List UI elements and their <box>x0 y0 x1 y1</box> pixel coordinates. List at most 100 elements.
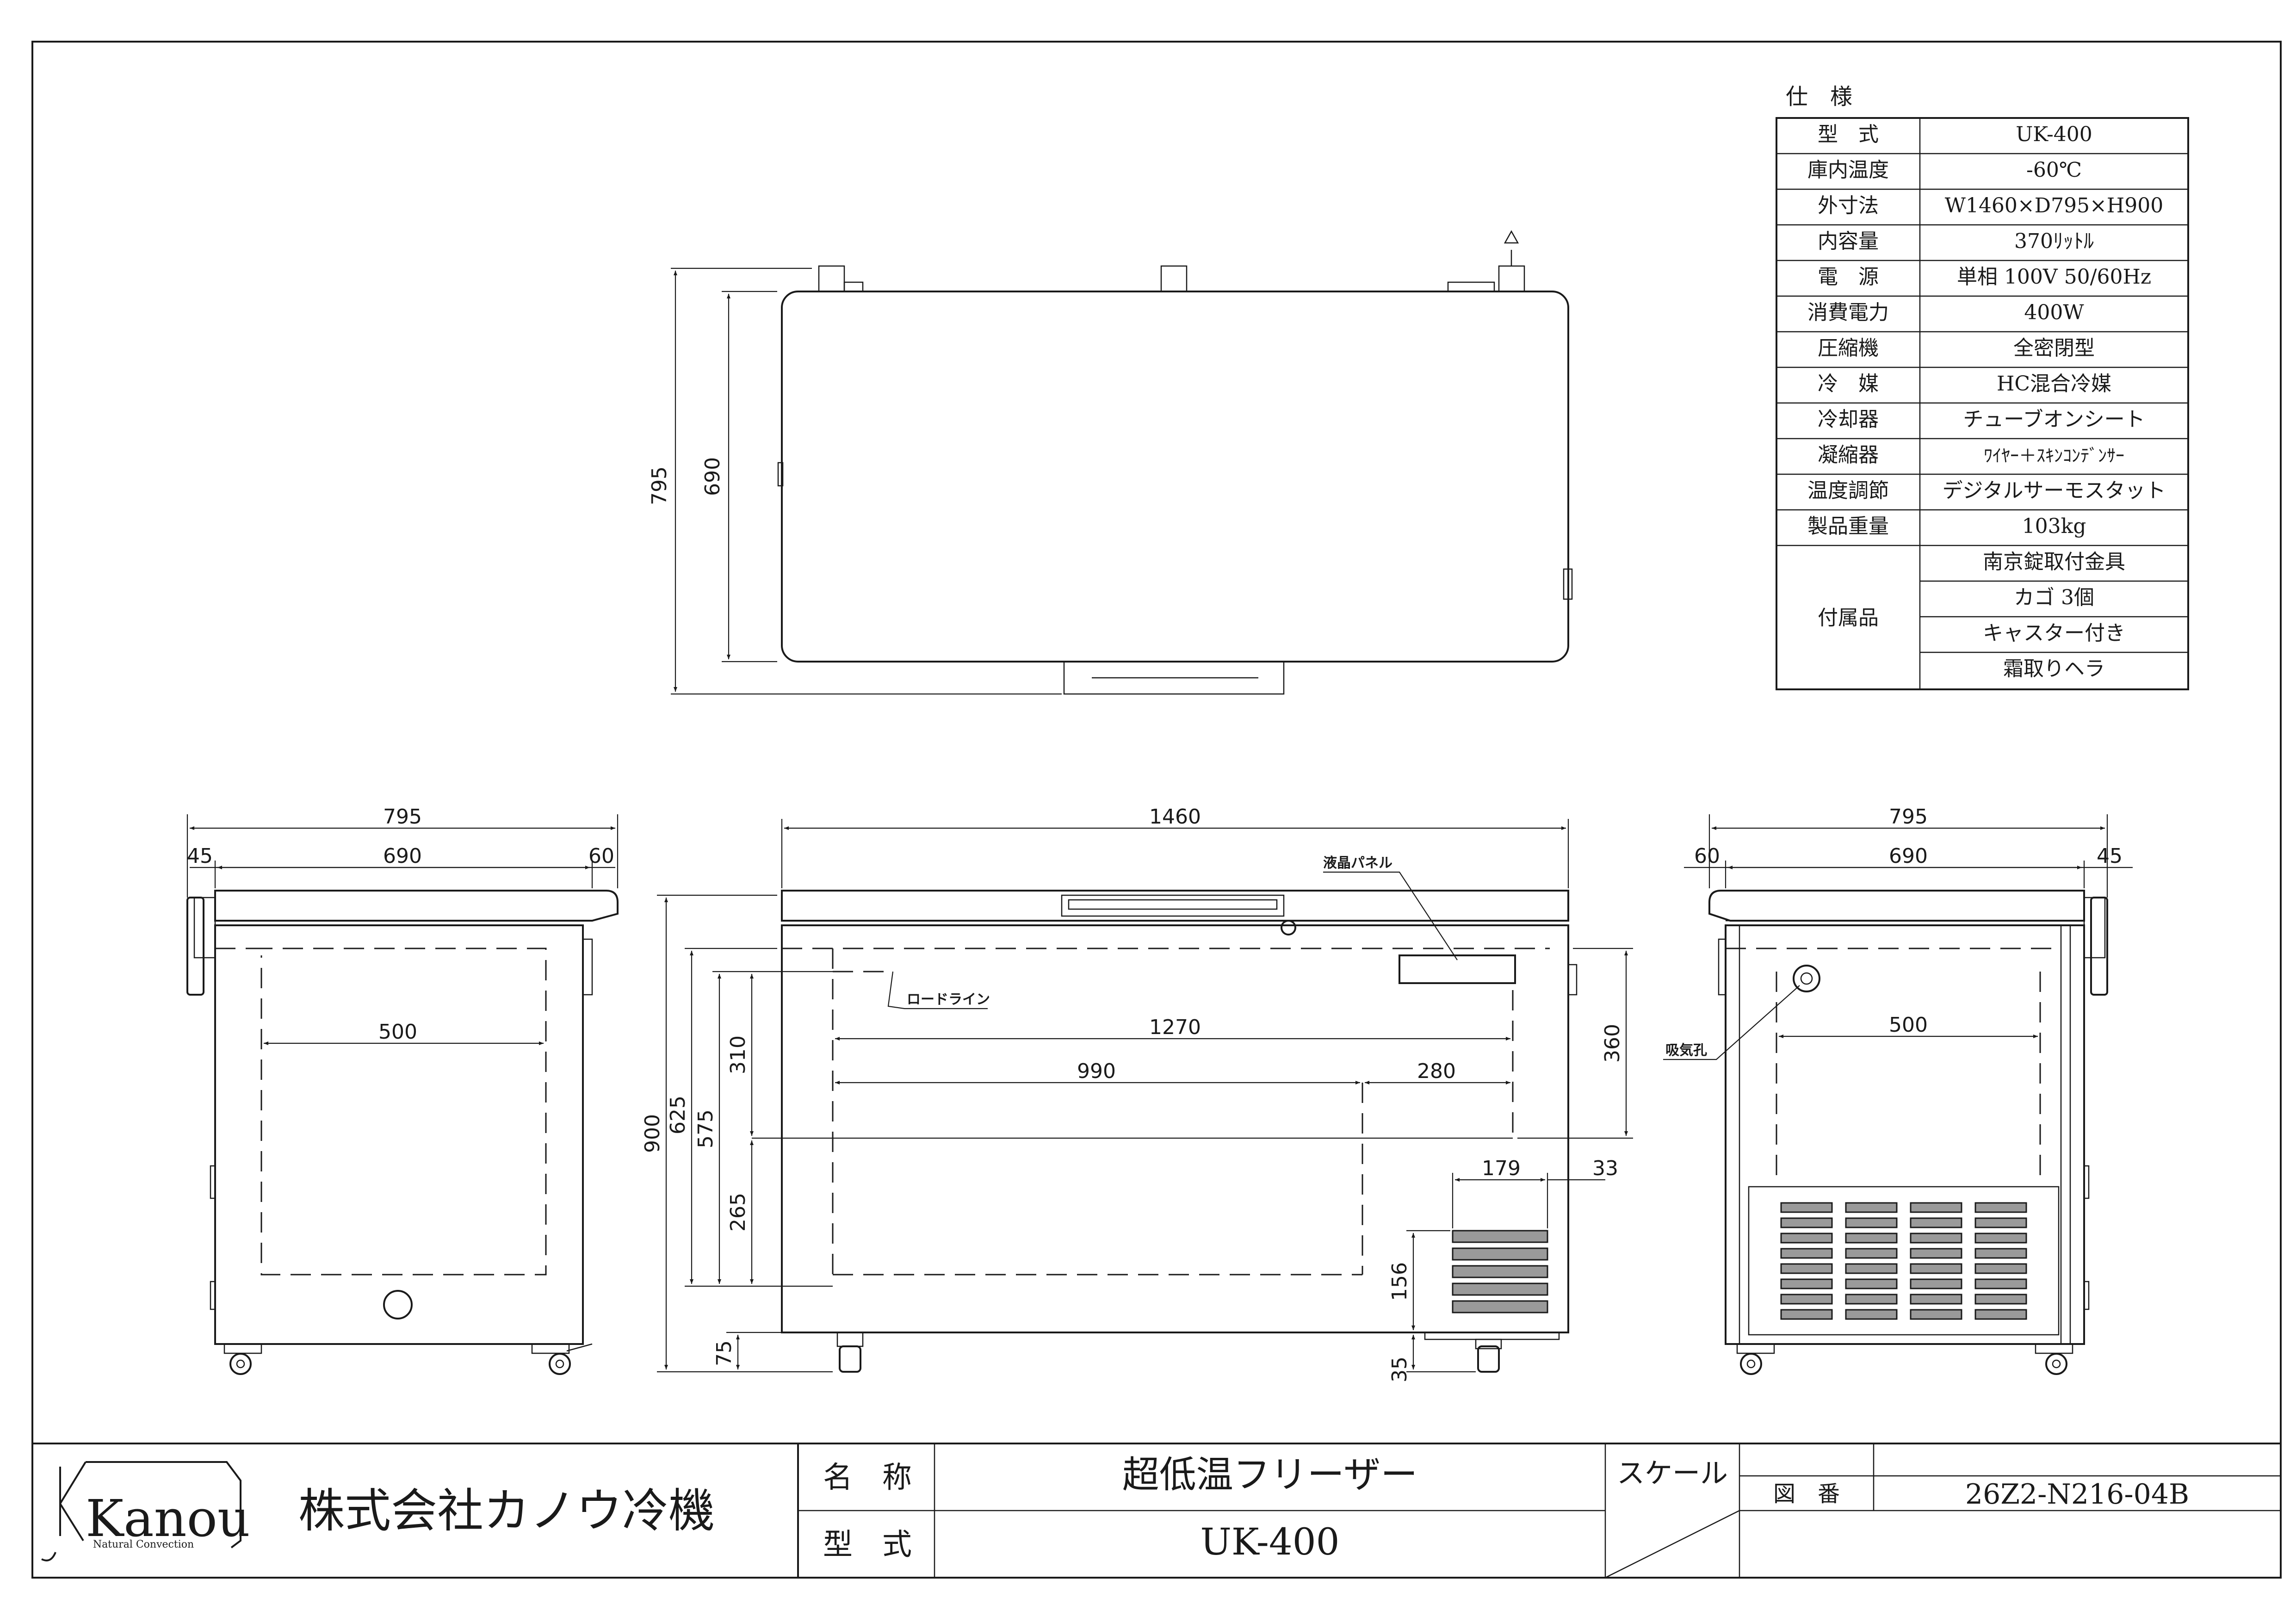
spec-title: 仕 様 <box>1786 84 1852 110</box>
grille-slot <box>1780 1217 1833 1228</box>
name-value: 超低温フリーザー <box>1122 1453 1417 1496</box>
spec-label-temp: 庫内温度 <box>1807 158 1889 182</box>
grille-slot <box>1974 1248 2027 1259</box>
grille-slot <box>1845 1248 1898 1259</box>
left-view-body <box>214 924 584 1345</box>
right-side-view: 795 60 690 45 500 吸気孔 <box>1663 805 2133 1375</box>
front-dim-156: 156 <box>1388 1262 1411 1301</box>
logo-subtitle: Natural Convection <box>93 1539 194 1550</box>
right-dim-45: 45 <box>2097 844 2123 868</box>
front-dim-625: 625 <box>666 1096 690 1134</box>
grille-slot <box>1780 1309 1833 1320</box>
spec-label-cooler: 冷却器 <box>1818 408 1879 431</box>
grille-slot <box>1780 1202 1833 1213</box>
top-view-lid <box>781 291 1569 663</box>
accessory-item: カゴ 3個 <box>2014 586 2094 609</box>
top-view: 795 690 <box>648 230 1573 695</box>
grille-slot <box>1910 1294 1962 1305</box>
spec-label-model: 型 式 <box>1818 123 1879 146</box>
spec-value-consumption: 400W <box>2024 301 2084 324</box>
top-dim-795: 795 <box>648 466 671 505</box>
grille-slot <box>1845 1263 1898 1274</box>
accessory-item: 霜取りヘラ <box>2003 657 2105 681</box>
spec-value-compressor: 全密閉型 <box>2013 336 2095 360</box>
spec-table: 仕 様 型 式 UK-400 庫内温度 -60℃ 外寸法 W1460×D795×… <box>1776 84 2189 690</box>
lcd-panel-label: 液晶パネル <box>1323 855 1392 871</box>
logo-text: Kanou <box>86 1489 250 1548</box>
front-dim-35: 35 <box>1388 1357 1411 1382</box>
front-dim-179: 179 <box>1482 1157 1521 1180</box>
top-dim-690: 690 <box>701 457 724 496</box>
spec-value-cooler: チューブオンシート <box>1963 408 2145 431</box>
grille-slot <box>1974 1233 2027 1244</box>
drawing-border <box>31 41 2282 1579</box>
spec-label-capacity: 内容量 <box>1818 229 1879 253</box>
grille-slot <box>1974 1309 2027 1320</box>
lcd-panel <box>1399 954 1516 984</box>
left-side-view: 795 45 690 60 500 <box>186 805 619 1375</box>
grille-slot <box>1974 1217 2027 1228</box>
front-dim-900: 900 <box>641 1114 664 1153</box>
front-dim-75: 75 <box>712 1340 736 1366</box>
spec-value-refrigerant: HC混合冷媒 <box>1997 372 2111 396</box>
spec-value-capacity: 370ﾘｯﾄﾙ <box>2014 229 2094 253</box>
left-dim-45: 45 <box>187 844 213 868</box>
grille-slot <box>1845 1309 1898 1320</box>
front-dim-265: 265 <box>726 1193 750 1232</box>
grille-slot <box>1974 1278 2027 1289</box>
grille-slot <box>1974 1202 2027 1213</box>
spec-value-size: W1460×D795×H900 <box>1945 194 2164 217</box>
company-name: 株式会社カノウ冷機 <box>298 1484 715 1538</box>
right-dim-690: 690 <box>1889 844 1928 868</box>
model-label: 型 式 <box>823 1528 912 1562</box>
grille-slot <box>1910 1217 1962 1228</box>
grille-slot <box>1910 1202 1962 1213</box>
company-logo: Kanou Natural Convection <box>41 1461 250 1561</box>
grille-slot <box>1845 1278 1898 1289</box>
spec-value-temp: -60℃ <box>2026 158 2082 182</box>
grille-slot <box>1974 1263 2027 1274</box>
model-value: UK-400 <box>1200 1520 1339 1563</box>
grille-slot <box>1780 1278 1833 1289</box>
intake-port <box>1793 965 1820 992</box>
spec-value-condenser: ﾜｲﾔｰ＋ｽｷﾝｺﾝﾃﾞﾝｻｰ <box>1984 446 2124 466</box>
scale-label: スケール <box>1617 1457 1728 1490</box>
grille-slot <box>1974 1294 2027 1305</box>
spec-label-refrigerant: 冷 媒 <box>1818 372 1879 396</box>
right-dim-795: 795 <box>1889 805 1928 829</box>
grille-slot <box>1845 1294 1898 1305</box>
grille-slot <box>1780 1233 1833 1244</box>
spec-value-thermostat: デジタルサーモスタット <box>1942 479 2166 502</box>
spec-label-power: 電 源 <box>1818 265 1879 289</box>
spec-label-size: 外寸法 <box>1818 194 1879 217</box>
spec-label-compressor: 圧縮機 <box>1818 336 1879 360</box>
drawing-no-label: 図 番 <box>1773 1481 1840 1507</box>
front-dim-360: 360 <box>1601 1024 1624 1063</box>
spec-label-consumption: 消費電力 <box>1807 301 1889 324</box>
front-dim-310: 310 <box>726 1035 750 1074</box>
grille-slot <box>1780 1248 1833 1259</box>
left-dim-795: 795 <box>383 805 422 829</box>
right-dim-500: 500 <box>1889 1013 1928 1037</box>
intake-label: 吸気孔 <box>1665 1042 1707 1059</box>
grille-slot <box>1780 1294 1833 1305</box>
name-label: 名 称 <box>823 1461 912 1495</box>
right-vent-grille <box>1780 1202 2027 1320</box>
spec-value-power: 単相 100V 50/60Hz <box>1957 265 2151 289</box>
grille-slot <box>1845 1233 1898 1244</box>
front-dim-33: 33 <box>1592 1157 1618 1180</box>
drawing-no-value: 26Z2-N216-04B <box>1965 1478 2189 1511</box>
front-dim-1270: 1270 <box>1149 1016 1201 1039</box>
front-view: 1460 1270 990 280 900 625 575 310 265 75… <box>641 805 1633 1382</box>
front-dim-575: 575 <box>694 1109 718 1148</box>
grille-slot <box>1910 1309 1962 1320</box>
grille-slot <box>1780 1263 1833 1274</box>
front-view-body <box>781 924 1569 1333</box>
grille-slot <box>1910 1263 1962 1274</box>
front-vent-grille <box>1452 1230 1548 1313</box>
grille-slot <box>1910 1233 1962 1244</box>
front-dim-280: 280 <box>1417 1059 1456 1083</box>
grille-slot <box>1845 1202 1898 1213</box>
spec-label-condenser: 凝縮器 <box>1818 443 1879 467</box>
